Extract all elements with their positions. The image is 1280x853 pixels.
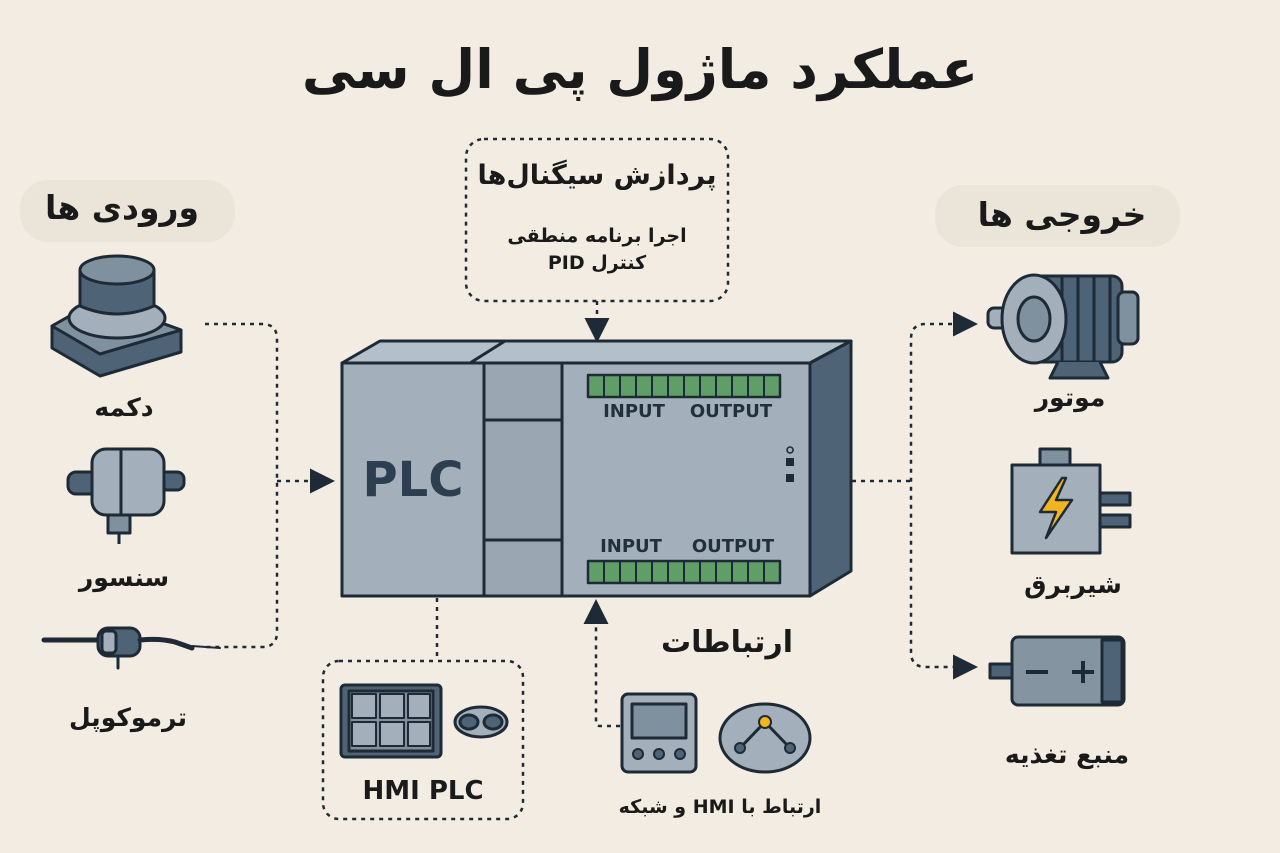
- push-button-icon: [50, 254, 183, 378]
- network-icon: [718, 702, 812, 774]
- connector-plug-icon: [453, 705, 509, 739]
- outputs-title: خروجی ها: [977, 195, 1147, 234]
- outputs-connector: [852, 311, 978, 680]
- hmi-panel-icon: [339, 683, 443, 759]
- communication-connector: [583, 599, 620, 728]
- plc-bottom-input-label: INPUT: [600, 536, 662, 557]
- controller-device-icon: [620, 692, 698, 774]
- solenoid-valve-icon: [1010, 447, 1132, 555]
- inputs-title: ورودی ها: [45, 188, 199, 227]
- output-label-solenoid-valve: شیربرق: [1024, 570, 1122, 599]
- processing-line-2: کنترل PID: [547, 252, 647, 274]
- processing-box: [464, 137, 730, 303]
- hmi-box: [321, 659, 525, 821]
- plc-top-output-label: OUTPUT: [689, 401, 773, 422]
- input-label-sensor: سنسور: [78, 563, 170, 592]
- output-label-motor: موتور: [1034, 383, 1106, 412]
- plc-top-input-label: INPUT: [603, 401, 665, 422]
- communication-description: ارتباط با HMI و شبکه: [618, 796, 822, 818]
- output-label-power-supply: منبع تغذیه: [1004, 740, 1130, 769]
- processing-line-1: اجرا برنامه منطقی: [507, 225, 687, 247]
- communication-title: ارتباطات: [661, 625, 793, 660]
- sensor-icon: [66, 447, 186, 544]
- motor-icon: [986, 273, 1140, 380]
- thermocouple-icon: [41, 626, 221, 670]
- processing-title: پردازش سیگنال‌ها: [477, 160, 717, 191]
- hmi-label: HMI PLC: [362, 776, 484, 806]
- plc-device: [340, 339, 853, 598]
- plc-label: PLC: [362, 452, 464, 508]
- input-label-thermocouple: ترموکوپل: [68, 703, 188, 732]
- inputs-connector: [205, 322, 335, 649]
- page-title: عملکرد ماژول پی ال سی: [301, 38, 979, 101]
- outputs-title-backdrop: [935, 185, 1180, 247]
- inputs-title-backdrop: [20, 180, 235, 242]
- input-label-button: دکمه: [94, 393, 154, 422]
- battery-icon: [988, 635, 1126, 707]
- plc-bottom-output-label: OUTPUT: [691, 536, 775, 557]
